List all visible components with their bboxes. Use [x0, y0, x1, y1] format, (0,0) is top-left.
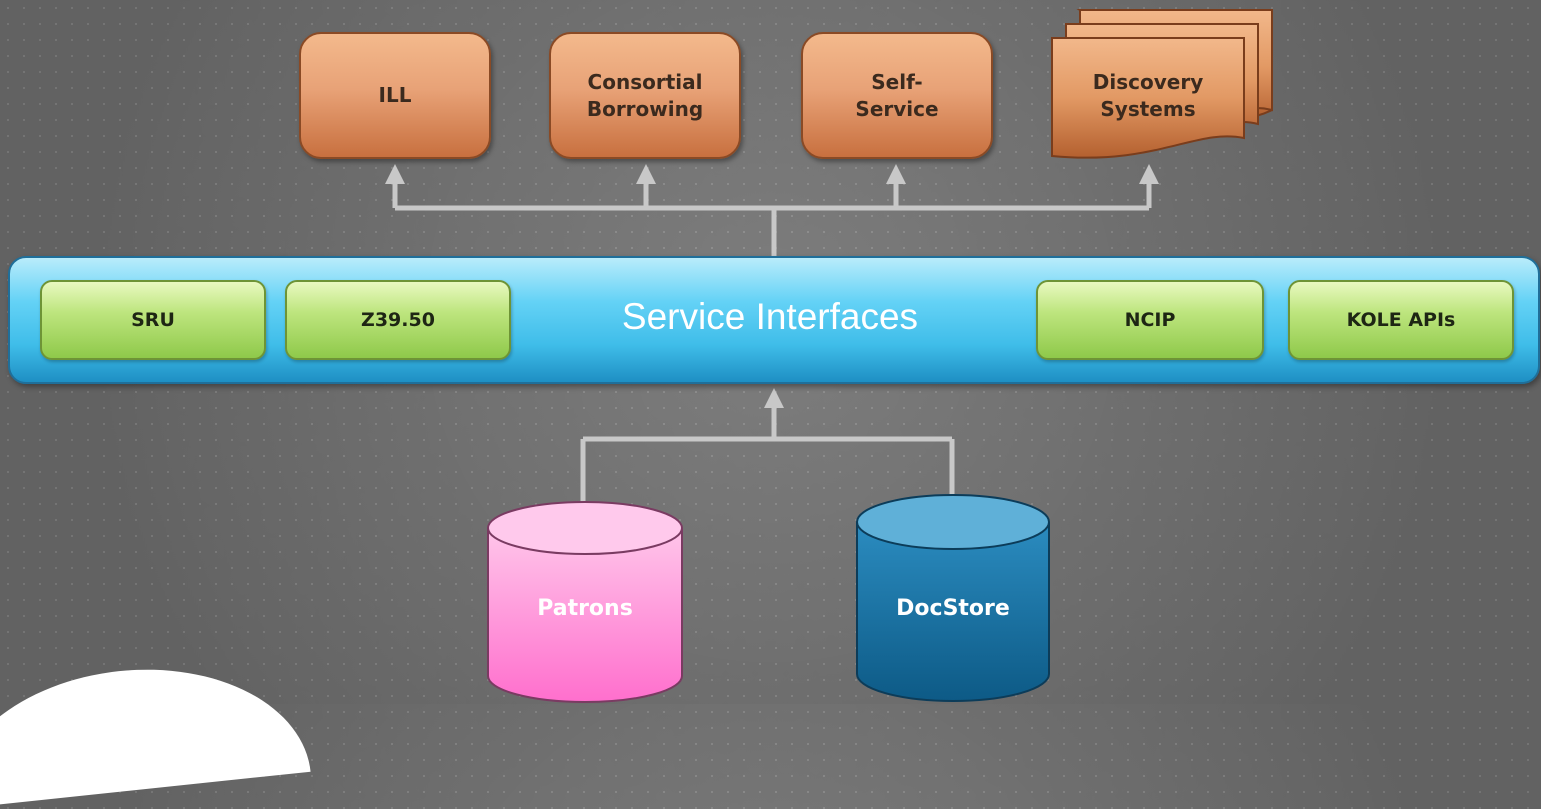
self-service-box: Self- Service: [801, 32, 993, 159]
z3950-box: Z39.50: [285, 280, 511, 360]
sru-box: SRU: [40, 280, 266, 360]
docstore-database-cylinder: [856, 494, 1050, 702]
patrons-database-cylinder: [487, 501, 683, 703]
discovery-systems-label: Discovery Systems: [1052, 64, 1244, 128]
consortial-label-line-2: Borrowing: [586, 96, 704, 121]
discovery-label-line-1: Discovery: [1092, 70, 1204, 94]
self-service-label-line-1: Self-: [871, 69, 923, 94]
docstore-label: DocStore: [896, 596, 1010, 621]
consortial-borrowing-box: Consortial Borrowing: [549, 32, 741, 159]
ncip-box: NCIP: [1036, 280, 1264, 360]
z3950-label: Z39.50: [361, 308, 435, 331]
kole-apis-label: KOLE APIs: [1346, 308, 1456, 331]
ill-box: ILL: [299, 32, 491, 159]
discovery-systems-multidocument: [1051, 9, 1273, 159]
ncip-label: NCIP: [1124, 308, 1176, 331]
document-front-sheet: [1051, 37, 1245, 159]
patrons-label: Patrons: [537, 596, 633, 621]
discovery-label-line-2: Systems: [1100, 97, 1196, 121]
sru-label: SRU: [131, 308, 175, 331]
connector-arrows: [385, 164, 1159, 504]
consortial-label-line-1: Consortial: [587, 69, 703, 94]
ill-label: ILL: [378, 83, 412, 107]
service-interfaces-label: Service Interfaces: [621, 296, 919, 337]
self-service-label-line-2: Service: [855, 96, 939, 121]
kole-apis-box: KOLE APIs: [1288, 280, 1514, 360]
